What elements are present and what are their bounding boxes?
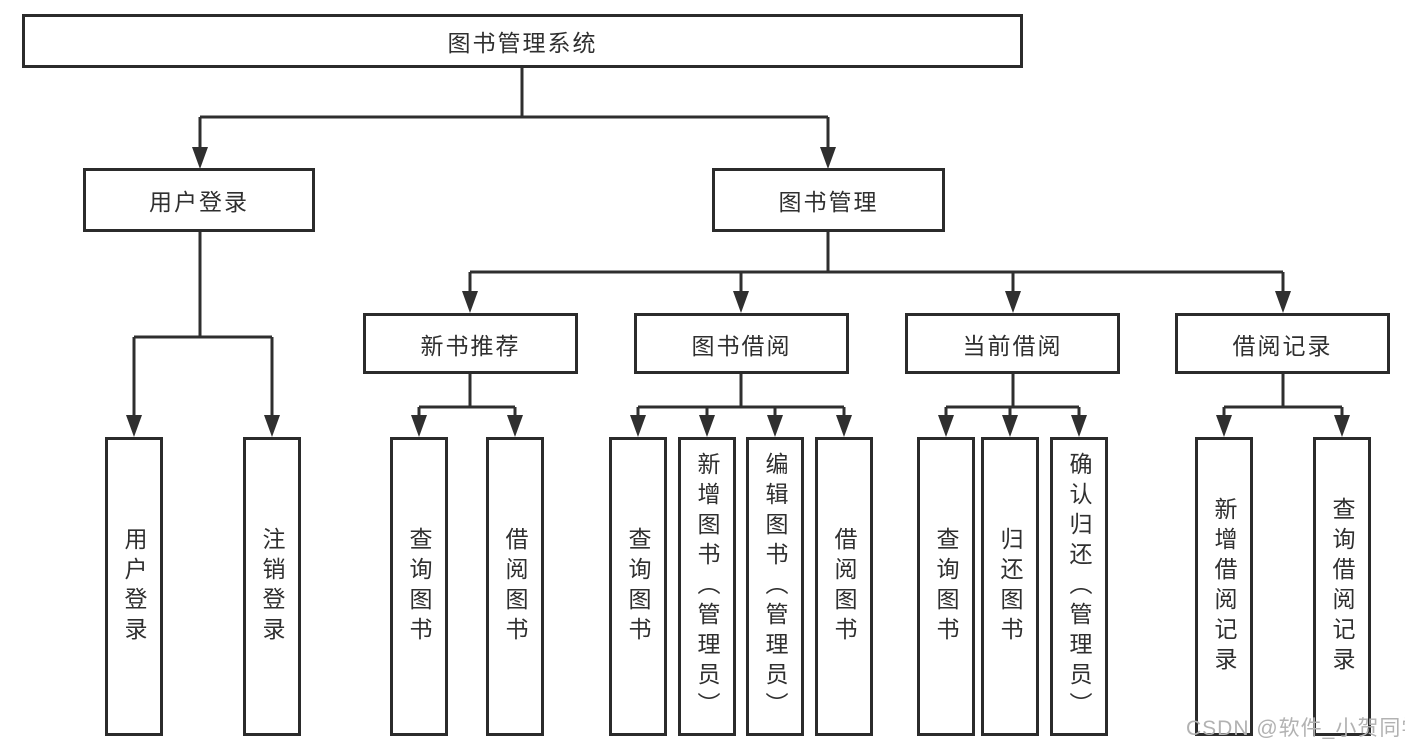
node-label: 确认归还（管理员） <box>1066 451 1092 722</box>
leaf-query-borrow-record: 查询借阅记录 <box>1313 437 1371 736</box>
node-new-book-recommend: 新书推荐 <box>363 313 578 374</box>
node-label: 新书推荐 <box>420 332 521 359</box>
node-book-management: 图书管理 <box>712 168 945 232</box>
node-label: 查询图书 <box>406 526 432 647</box>
node-label: 新增借阅记录 <box>1211 496 1237 677</box>
leaf-query-books-recommend: 查询图书 <box>390 437 448 736</box>
leaf-borrow-books-recommend: 借阅图书 <box>486 437 544 736</box>
node-current-borrowing: 当前借阅 <box>905 313 1120 374</box>
watermark-text: CSDN @软件_小贺同学 <box>1186 717 1405 740</box>
node-book-borrowing: 图书借阅 <box>634 313 849 374</box>
node-library-system: 图书管理系统 <box>22 14 1023 68</box>
leaf-add-book-admin: 新增图书（管理员） <box>678 437 736 736</box>
node-label: 新增图书（管理员） <box>694 451 720 722</box>
leaf-query-books-current: 查询图书 <box>917 437 975 736</box>
node-label: 归还图书 <box>997 526 1023 647</box>
node-label: 图书管理 <box>778 189 879 215</box>
leaf-return-books: 归还图书 <box>981 437 1039 736</box>
node-label: 借阅图书 <box>831 526 857 647</box>
leaf-add-borrow-record: 新增借阅记录 <box>1195 437 1253 736</box>
node-label: 用户登录 <box>121 526 147 647</box>
leaf-logout-login: 注销登录 <box>243 437 301 736</box>
leaf-borrow-books-borrowing: 借阅图书 <box>815 437 873 736</box>
node-label: 注销登录 <box>259 526 285 647</box>
node-label: 借阅记录 <box>1232 332 1333 359</box>
node-label: 查询图书 <box>625 526 651 647</box>
leaf-confirm-return-admin: 确认归还（管理员） <box>1050 437 1108 736</box>
node-label: 用户登录 <box>149 189 249 215</box>
node-label: 查询图书 <box>933 526 959 647</box>
node-label: 查询借阅记录 <box>1329 496 1355 677</box>
node-user-login: 用户登录 <box>83 168 315 232</box>
leaf-user-login: 用户登录 <box>105 437 163 736</box>
node-label: 当前借阅 <box>962 332 1063 359</box>
node-label: 借阅图书 <box>502 526 528 647</box>
node-label: 编辑图书（管理员） <box>762 451 788 722</box>
node-label: 图书管理系统 <box>447 30 598 56</box>
node-label: 图书借阅 <box>691 332 792 359</box>
leaf-query-books-borrowing: 查询图书 <box>609 437 667 736</box>
node-borrowing-records: 借阅记录 <box>1175 313 1390 374</box>
leaf-edit-book-admin: 编辑图书（管理员） <box>746 437 804 736</box>
